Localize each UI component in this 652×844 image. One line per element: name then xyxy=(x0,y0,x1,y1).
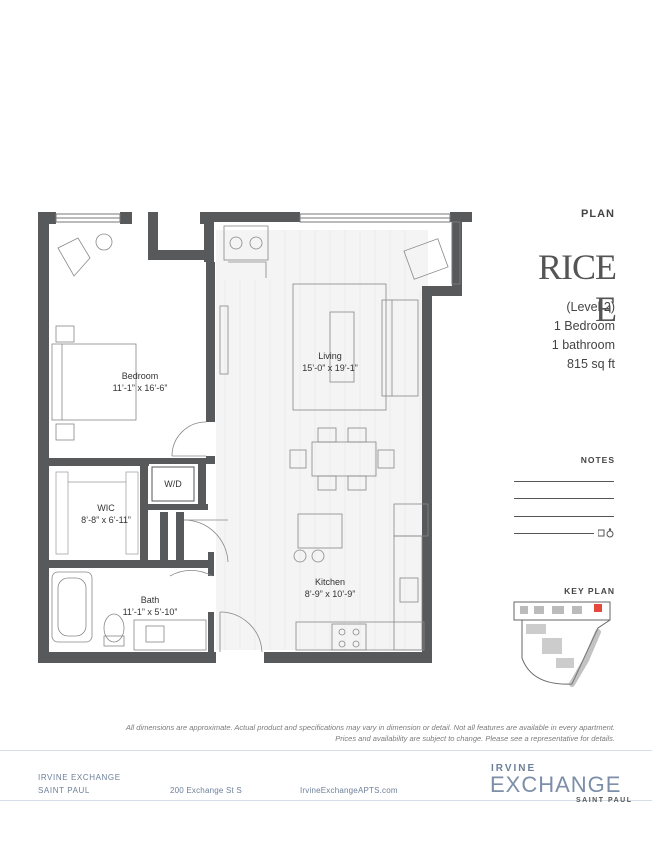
footer-name-line1: IRVINE EXCHANGE xyxy=(38,773,121,782)
room-dims: 8’-9” x 10’-9” xyxy=(304,589,356,599)
note-line xyxy=(514,533,594,534)
room-dims: 15’-0” x 19’-1” xyxy=(302,363,358,373)
unit-info: (Level 2) 1 Bedroom 1 bathroom 815 sq ft xyxy=(500,298,615,374)
logo-top-text: IRVINE xyxy=(491,763,537,774)
unit-title: RICE E xyxy=(537,247,617,329)
floor-planks xyxy=(224,230,421,650)
door-swings xyxy=(169,261,267,653)
note-line xyxy=(514,481,614,482)
windows xyxy=(55,213,461,285)
living-furniture xyxy=(219,225,449,411)
partitions xyxy=(49,458,210,568)
room-living: Living 15’-0” x 19’-1” xyxy=(288,350,372,374)
logo-sub-text: SAINT PAUL xyxy=(576,797,633,804)
washer-dryer xyxy=(151,466,195,502)
room-wd: W/D xyxy=(152,478,194,490)
plan-header: PLAN xyxy=(581,208,615,220)
footer-name-line2: SAINT PAUL xyxy=(38,786,90,795)
disclaimer-line1: All dimensions are approximate. Actual p… xyxy=(125,723,615,732)
room-kitchen: Kitchen 8’-9” x 10’-9” xyxy=(290,576,370,600)
footer-name: IRVINE EXCHANGE SAINT PAUL xyxy=(38,773,121,795)
room-name: WIC xyxy=(97,503,115,513)
room-dims: 11’-1” x 16’-6” xyxy=(112,383,168,393)
room-dims: 8’-8” x 6’-11” xyxy=(81,515,131,525)
room-bedroom: Bedroom 11’-1” x 16’-6” xyxy=(100,370,180,394)
unit-highlight xyxy=(594,604,602,612)
room-name: Kitchen xyxy=(314,577,346,587)
unit-bathrooms: 1 bathroom xyxy=(551,338,615,352)
room-dims: 11’-1” x 5’-10” xyxy=(122,607,178,617)
walls xyxy=(38,212,472,663)
footer-website[interactable]: IrvineExchangeAPTS.com xyxy=(300,786,398,795)
key-plan-map xyxy=(513,601,611,687)
room-name: Living xyxy=(318,351,342,361)
bedroom-furniture xyxy=(51,233,137,441)
room-name: Bedroom xyxy=(121,371,159,381)
unit-area: 815 sq ft xyxy=(567,357,615,371)
logo-main-text: EXCHANGE xyxy=(490,772,622,797)
bath-fixtures xyxy=(51,571,207,651)
note-line xyxy=(514,516,614,517)
note-line xyxy=(514,498,614,499)
notes-label: NOTES xyxy=(580,455,615,465)
footer-divider xyxy=(0,800,652,801)
unit-level: (Level 2) xyxy=(566,300,615,314)
room-name: Bath xyxy=(140,595,160,605)
room-name: W/D xyxy=(164,479,182,489)
dining-set xyxy=(289,427,395,491)
footer-divider xyxy=(0,750,652,751)
unit-bedrooms: 1 Bedroom xyxy=(553,319,615,333)
kitchen-fixtures xyxy=(293,503,429,651)
room-bath: Bath 11’-1” x 5’-10” xyxy=(110,594,190,618)
room-wic: WIC 8’-8” x 6’-11” xyxy=(66,502,146,526)
disclaimer-line2: Prices and availability are subject to c… xyxy=(335,734,615,743)
closet-shelves xyxy=(55,471,139,555)
disclaimer: All dimensions are approximate. Actual p… xyxy=(60,722,615,744)
key-plan-label: KEY PLAN xyxy=(564,586,615,596)
accessibility-icon xyxy=(598,528,614,538)
footer-address: 200 Exchange St S xyxy=(170,786,242,795)
